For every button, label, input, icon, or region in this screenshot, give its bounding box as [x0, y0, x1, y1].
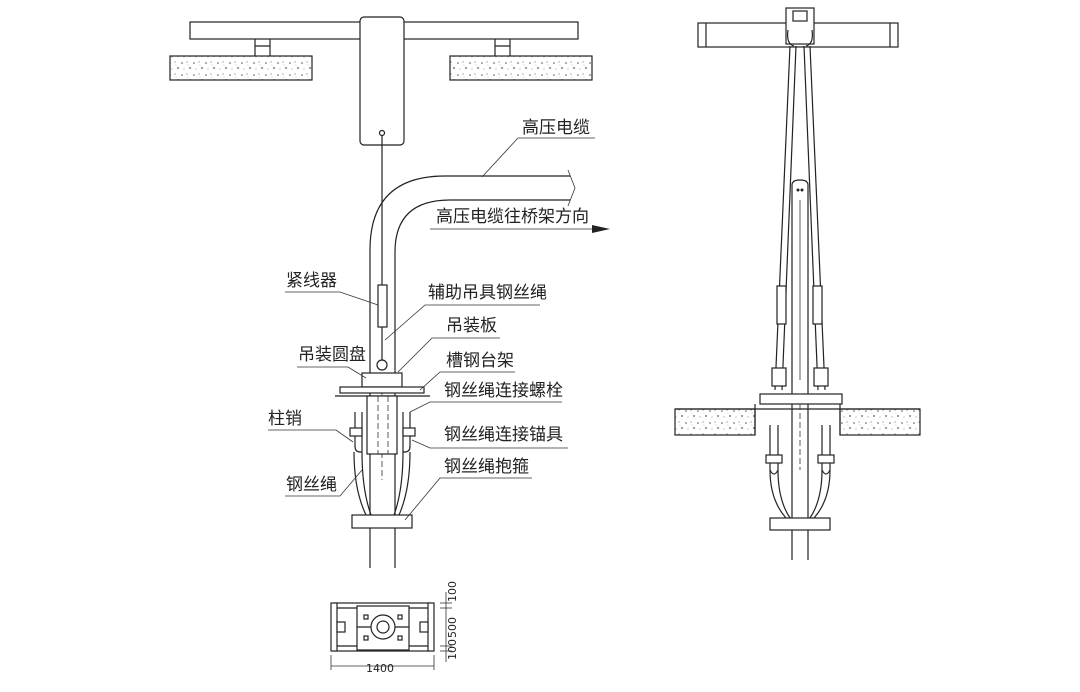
hanging-box — [359, 16, 405, 146]
label-channel-frame: 槽钢台架 — [446, 351, 514, 371]
wire-rope-right — [393, 451, 411, 516]
label-lifting-disc: 吊装圆盘 — [298, 345, 366, 365]
channel-frame — [339, 386, 425, 394]
concrete-slab-right — [449, 55, 593, 81]
label-hv-cable: 高压电缆 — [522, 118, 590, 138]
dim-width: 1400 — [366, 662, 394, 675]
beam-support-right — [494, 39, 511, 56]
label-column-pin: 柱销 — [268, 409, 302, 429]
direction-arrow-icon — [592, 225, 610, 233]
plan-detail: 1400 100 500 100 — [330, 581, 459, 675]
beam-support-left — [254, 39, 271, 56]
hv-cable-curve — [369, 175, 570, 370]
dim-middle: 500 — [446, 617, 459, 638]
label-hv-cable-direction: 高压电缆往桥架方向 — [436, 207, 589, 227]
dim-bottom-offset: 100 — [446, 639, 459, 660]
rope-leg-right — [803, 45, 826, 391]
label-aux-wire-rope: 辅助吊具钢丝绳 — [428, 283, 547, 303]
label-rope-bolt: 钢丝绳连接螺栓 — [444, 381, 563, 401]
label-rope-clamp: 钢丝绳抱箍 — [444, 457, 529, 477]
label-tensioner: 紧线器 — [286, 271, 337, 291]
rope-clamp — [351, 514, 413, 529]
tensioner-body — [377, 284, 388, 328]
label-lifting-plate: 吊装板 — [446, 316, 497, 336]
rope-leg-left — [774, 45, 797, 391]
hanging-point — [378, 129, 386, 137]
lifting-disc — [361, 372, 403, 388]
callouts: 高压电缆 高压电缆往桥架方向 紧线器 辅助吊具钢丝绳 吊装板 吊装圆盘 槽钢台架… — [268, 118, 610, 521]
right-side-view — [674, 7, 921, 560]
left-elevation-view — [169, 16, 593, 568]
wire-rope-left — [353, 451, 372, 516]
label-wire-rope: 钢丝绳 — [286, 475, 337, 495]
concrete-slab-left — [169, 55, 313, 81]
label-rope-anchor: 钢丝绳连接锚具 — [444, 425, 563, 445]
dim-top-offset: 100 — [446, 581, 459, 602]
